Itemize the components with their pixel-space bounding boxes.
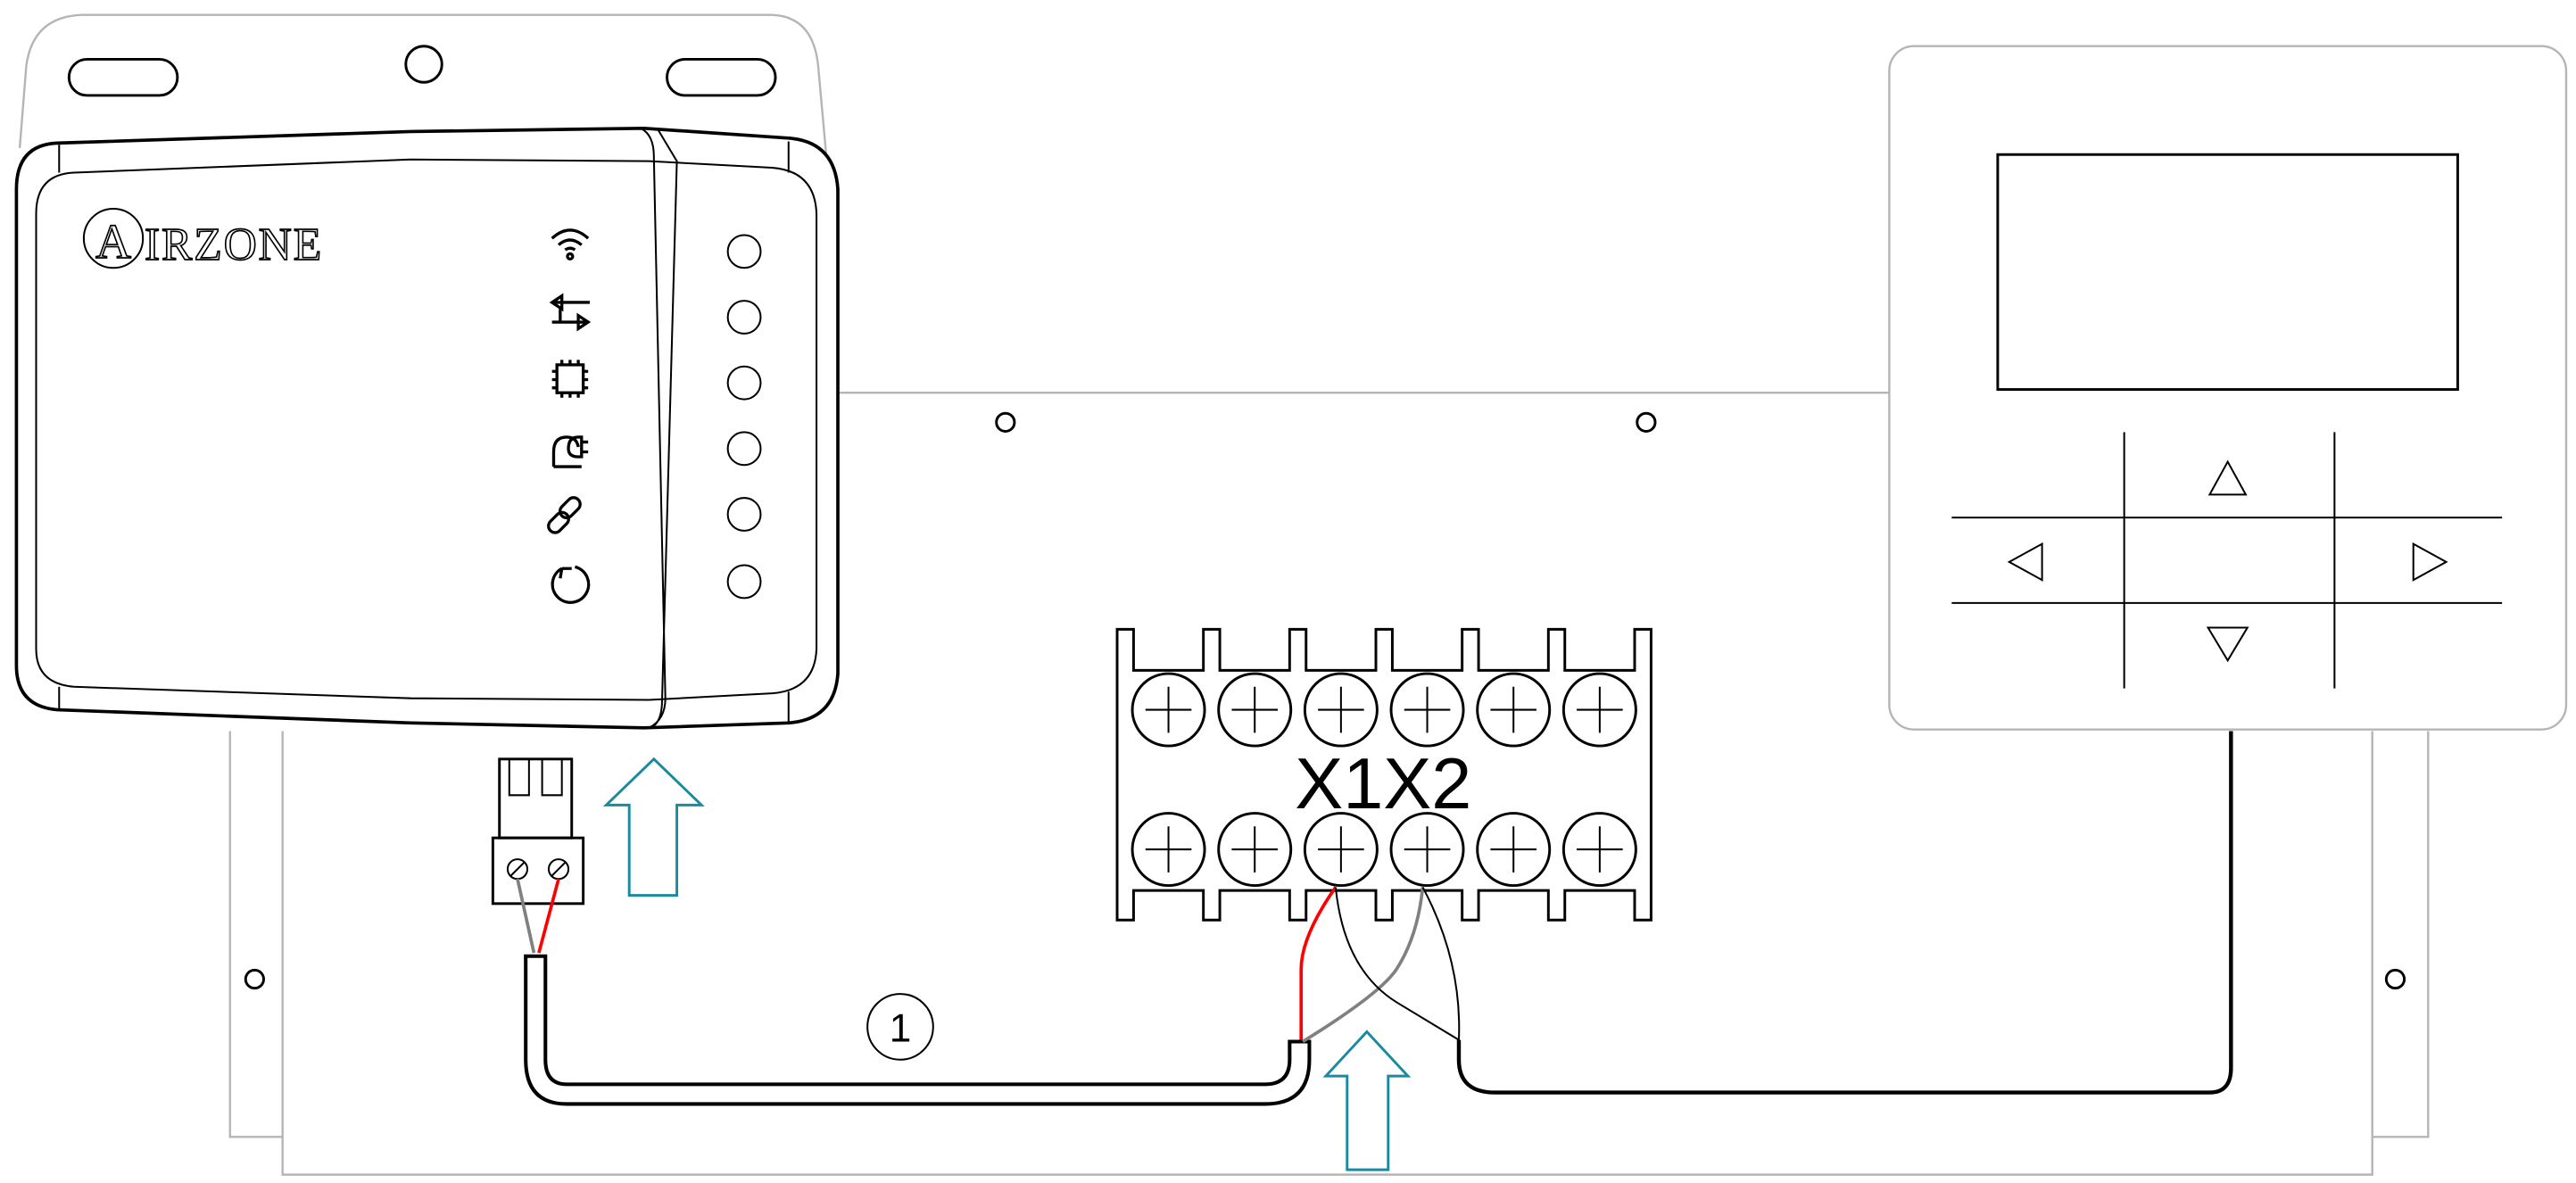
terminal-screw (1561, 672, 1637, 748)
terminal-screw (1131, 812, 1206, 888)
insertion-arrow-icon (602, 757, 705, 898)
terminal-screw (1131, 672, 1206, 748)
svg-text:IRZONE: IRZONE (145, 219, 323, 270)
terminal-connector (491, 757, 585, 906)
terminal-screw (1217, 812, 1293, 888)
link-icon (547, 496, 582, 534)
mounting-hole (2384, 968, 2406, 990)
callout-circle (866, 993, 934, 1061)
cable-thermostat (1334, 731, 2233, 1095)
mounting-slot (67, 57, 179, 97)
status-led (726, 564, 762, 600)
terminal-screw (1476, 672, 1552, 748)
mounting-hole (404, 45, 443, 84)
mounting-plate (228, 392, 2430, 1176)
wire-negative (516, 878, 536, 954)
terminal-label: X1X2 (1295, 744, 1471, 824)
wire-positive (1299, 886, 1338, 1040)
airzone-webserver-device: A IRZONE (14, 13, 840, 730)
insertion-arrow-icon (1322, 1030, 1412, 1171)
callout-number: 1 (890, 1006, 912, 1050)
terminal-screw (1217, 672, 1293, 748)
up-arrow-icon (2207, 459, 2248, 496)
terminal-screw (1561, 812, 1637, 888)
wire-negative (1302, 887, 1425, 1044)
airzone-logo: A IRZONE (82, 207, 323, 271)
status-led (726, 234, 762, 269)
status-led (726, 365, 762, 401)
svg-text:A: A (95, 214, 131, 269)
chip-icon (551, 360, 589, 398)
data-transfer-icon (549, 293, 592, 332)
mounting-hole (244, 968, 265, 990)
power-plug-icon (551, 435, 589, 468)
wire-positive (537, 878, 560, 954)
reset-icon (551, 565, 591, 604)
thermostat-controller (1888, 45, 2568, 731)
terminal-screw (1389, 672, 1465, 748)
terminal-screw (1303, 812, 1379, 888)
mounting-hole (1636, 411, 1657, 433)
cable-1: 1 (516, 878, 1425, 1106)
terminal-screw (1476, 812, 1552, 888)
status-led (726, 497, 762, 532)
terminal-screw (1303, 672, 1379, 748)
right-arrow-icon (2412, 542, 2448, 582)
status-led (726, 431, 762, 467)
terminal-block: X1X2 (1115, 627, 1652, 922)
mounting-hole (995, 411, 1016, 433)
down-arrow-icon (2206, 626, 2249, 663)
thermostat-screen (1996, 153, 2459, 392)
terminal-screw (1389, 812, 1465, 888)
status-led (726, 300, 762, 335)
mounting-slot (666, 57, 777, 97)
left-arrow-icon (2007, 542, 2043, 582)
wifi-icon (551, 228, 590, 261)
